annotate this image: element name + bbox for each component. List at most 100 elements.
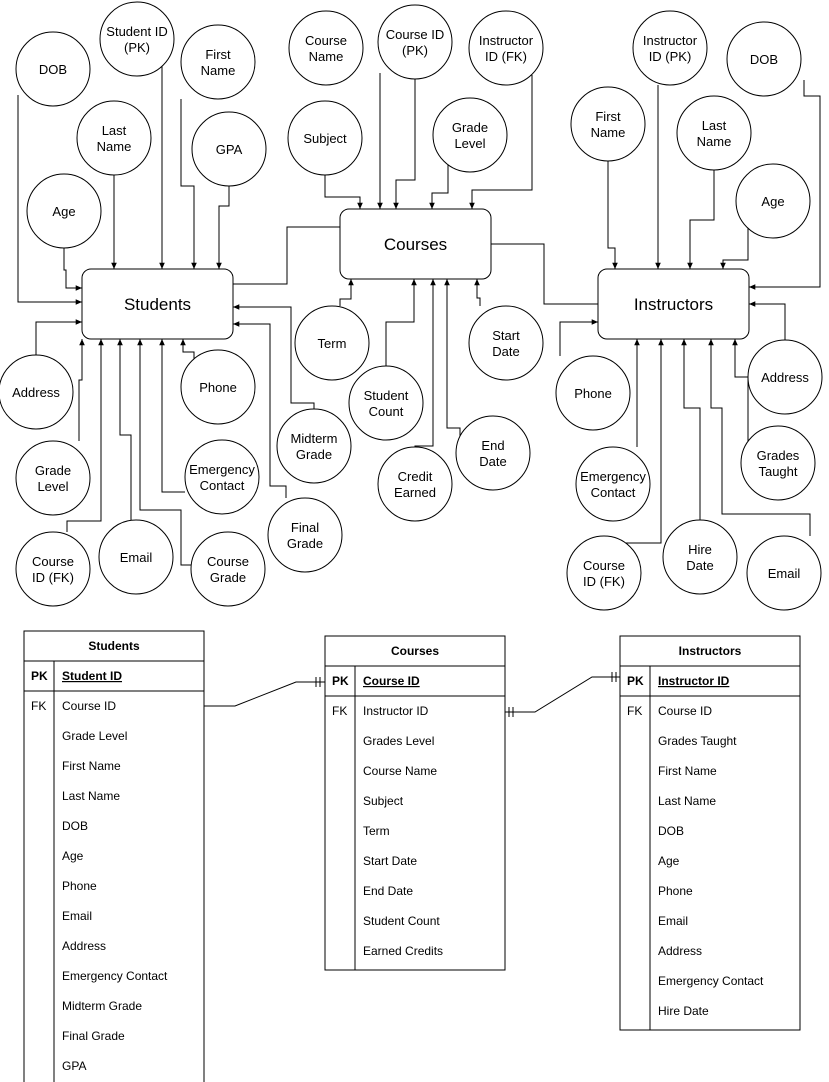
table-field: Subject — [363, 794, 404, 808]
attribute-connector — [444, 279, 461, 443]
entity-link — [233, 226, 340, 285]
attribute-connector — [749, 301, 786, 340]
attribute-label: Midterm — [291, 431, 338, 446]
fk-label: FK — [31, 699, 46, 713]
attribute-ellipse — [99, 1, 175, 77]
attribute-label: DOB — [39, 62, 67, 77]
entity-link — [491, 243, 598, 305]
attribute-label: Earned — [394, 485, 436, 500]
entity-instructors: Instructors — [597, 268, 750, 340]
table-field: Instructor ID — [363, 704, 429, 718]
table-field: End Date — [363, 884, 413, 898]
attribute-connector — [66, 339, 104, 532]
attribute-label: First — [595, 109, 621, 124]
attribute-label: Phone — [199, 380, 237, 395]
attribute-ellipse — [287, 100, 363, 176]
pk-label: PK — [627, 674, 644, 688]
attribute-ellipse — [76, 100, 152, 176]
attribute-ellipse — [455, 415, 531, 491]
attribute-connector — [393, 79, 416, 209]
attribute-i-age: Age — [735, 163, 811, 239]
table-field: Hire Date — [658, 1004, 709, 1018]
attribute-c-course-id: Course ID(PK) — [377, 4, 453, 80]
attribute-label: Grade — [296, 447, 332, 462]
entity-students: Students — [81, 268, 234, 340]
attribute-connector — [469, 75, 533, 209]
table-field: Age — [658, 854, 680, 868]
attribute-label: Age — [761, 194, 784, 209]
attribute-label: Hire — [688, 542, 712, 557]
entity-box — [597, 268, 750, 340]
fk-label: FK — [627, 704, 642, 718]
attribute-label: (PK) — [402, 43, 428, 58]
attribute-ellipse — [632, 10, 708, 86]
attribute-ellipse — [746, 535, 822, 611]
table-field: Grade Level — [62, 729, 127, 743]
relationship-layer — [204, 672, 620, 717]
table-field: Address — [658, 944, 702, 958]
table-title: Instructors — [679, 644, 742, 658]
attribute-ellipse — [15, 531, 91, 607]
attribute-label: Instructor — [479, 33, 534, 48]
attribute-label: Instructor — [643, 33, 698, 48]
attribute-ellipse — [377, 446, 453, 522]
attribute-connector — [607, 161, 618, 269]
attribute-label: Address — [12, 385, 60, 400]
attribute-label: Age — [52, 204, 75, 219]
attribute-ellipse — [676, 95, 752, 171]
table-field: Phone — [658, 884, 693, 898]
table-field: First Name — [62, 759, 121, 773]
attribute-label: Student ID — [106, 24, 167, 39]
attribute-ellipse — [726, 21, 802, 97]
attribute-s-phone: Phone — [180, 349, 256, 425]
entity-label: Courses — [384, 235, 447, 254]
entity-courses: Courses — [339, 208, 492, 280]
attribute-label: Name — [309, 49, 344, 64]
attribute-label: Contact — [200, 478, 245, 493]
attribute-ellipse — [432, 97, 508, 173]
attribute-i-email: Email — [746, 535, 822, 611]
attribute-label: Term — [318, 336, 347, 351]
attribute-ellipse — [98, 519, 174, 595]
attribute-ellipse — [267, 497, 343, 573]
attribute-i-address: Address — [747, 339, 823, 415]
attribute-label: End — [481, 438, 504, 453]
attribute-label: Contact — [591, 485, 636, 500]
attribute-label: Final — [291, 520, 319, 535]
attribute-ellipse — [190, 531, 266, 607]
pk-field: Student ID — [62, 669, 122, 683]
attribute-label: Level — [454, 136, 485, 151]
table-field: Start Date — [363, 854, 417, 868]
table-field: Age — [62, 849, 84, 863]
attribute-label: Phone — [574, 386, 612, 401]
attribute-label: Name — [591, 125, 626, 140]
attribute-connector — [339, 279, 354, 306]
attribute-label: Name — [201, 63, 236, 78]
table-field: Email — [658, 914, 688, 928]
connector-layer — [17, 57, 821, 566]
attribute-ellipse — [180, 349, 256, 425]
table-field: Last Name — [62, 789, 120, 803]
table-field: Course ID — [658, 704, 712, 718]
attribute-label: Level — [37, 479, 68, 494]
attribute-ellipse — [735, 163, 811, 239]
attribute-ellipse — [26, 173, 102, 249]
table-field: GPA — [62, 1059, 86, 1073]
attribute-connector — [216, 186, 230, 269]
attribute-ellipse — [555, 355, 631, 431]
attribute-s-address: Address — [0, 354, 74, 430]
attribute-label: ID (FK) — [32, 570, 74, 585]
attribute-label: Grades — [757, 448, 800, 463]
attribute-label: ID (FK) — [583, 574, 625, 589]
attribute-ellipse — [276, 408, 352, 484]
